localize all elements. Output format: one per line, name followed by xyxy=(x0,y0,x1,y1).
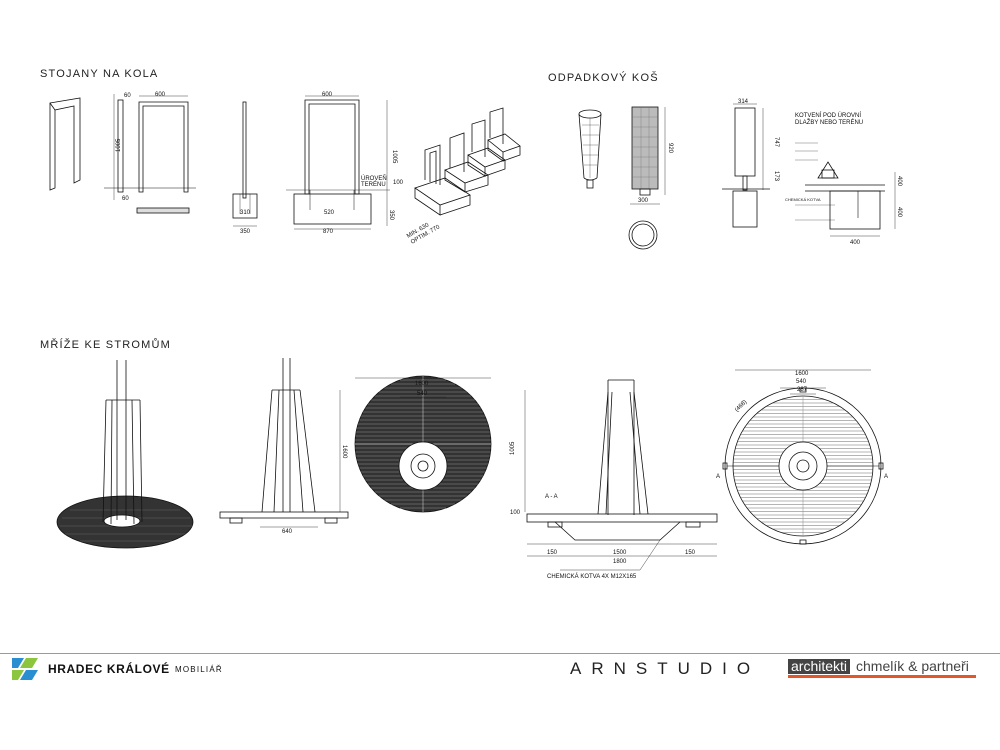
dim-540-plan: 540 xyxy=(417,391,428,397)
dim-287: 287 xyxy=(797,387,808,393)
drawing-sheet: 60 600 1005 60 600 1005 100 350 310 350 … xyxy=(49,92,902,580)
dim-350-depth: 350 xyxy=(388,210,394,221)
dim-1500: 1500 xyxy=(613,550,627,556)
dim-1600-height: 1600 xyxy=(341,445,347,459)
tree-grate-section xyxy=(524,379,718,571)
tree-grate-perspective xyxy=(56,360,194,549)
bike-rack-front-view xyxy=(132,95,196,193)
dim-150-right: 150 xyxy=(685,550,696,556)
dim-60-bottom: 60 xyxy=(122,196,129,202)
dim-100: 100 xyxy=(393,180,404,186)
dim-920: 920 xyxy=(667,143,673,154)
dim-400-lower: 400 xyxy=(896,207,902,218)
terrain-label-2: TERÉNU xyxy=(361,181,386,188)
bike-rack-foundation-side xyxy=(232,101,258,227)
section-label: A - A xyxy=(545,494,558,500)
dim-60-top: 60 xyxy=(124,93,131,99)
dim-468: (468) xyxy=(734,399,748,413)
partner-logo-name: chmelík & partneři xyxy=(856,658,969,674)
section-mark-a-left: A xyxy=(716,474,720,480)
tree-grate-elevation xyxy=(219,358,349,528)
dim-1600-plan: 1600 xyxy=(415,381,429,387)
bike-rack-row-perspective xyxy=(414,107,521,216)
dim-150-left: 150 xyxy=(547,550,558,556)
document-subtitle: MOBILIÁŘ xyxy=(175,665,223,674)
bin-elevation xyxy=(630,106,666,205)
section-title-bin: ODPADKOVÝ KOŠ xyxy=(548,72,659,84)
dim-173: 173 xyxy=(773,171,779,182)
partner-logo-underline xyxy=(788,675,976,678)
section-mark-a-right: A xyxy=(884,474,888,480)
dim-314: 314 xyxy=(738,99,749,105)
partner-logo: architekti chmelík & partneři xyxy=(788,658,976,678)
dim-600-found: 600 xyxy=(322,92,333,98)
dim-640: 640 xyxy=(282,529,293,535)
dim-520: 520 xyxy=(324,210,335,216)
dim-100-section: 100 xyxy=(510,510,521,516)
dim-1600-plan-2: 1600 xyxy=(795,371,809,377)
partner-logo-architekti: architekti xyxy=(788,659,851,674)
city-logo-icon xyxy=(12,658,40,687)
bike-rack-foundation-front xyxy=(286,95,390,230)
footer-divider xyxy=(0,653,1000,654)
dim-1005-section: 1005 xyxy=(510,441,516,455)
section-title-tree-grates: MŘÍŽE KE STROMŮM xyxy=(40,339,172,351)
dim-870: 870 xyxy=(323,229,334,235)
chem-anchor-note: CHEMICKÁ KOTVA xyxy=(785,197,821,202)
bin-foundation-section xyxy=(722,103,896,237)
section-title-bike-racks: STOJANY NA KOLA xyxy=(40,68,159,80)
dim-1005-found: 1005 xyxy=(391,150,397,164)
terrain-label: ÚROVEŇ xyxy=(361,175,387,182)
dim-300: 300 xyxy=(638,198,649,204)
studio-name: ARNSTUDIO xyxy=(570,659,761,678)
dim-400-upper: 400 xyxy=(896,176,902,187)
dim-1800: 1800 xyxy=(613,559,627,565)
tree-grate-plan-2 xyxy=(722,369,884,545)
city-name: HRADEC KRÁLOVÉ xyxy=(48,662,170,676)
dim-1005-side: 1005 xyxy=(116,138,122,152)
anchor-note-1: KOTVENÍ POD ÚROVNÍ xyxy=(795,112,861,119)
dim-540-plan-2: 540 xyxy=(796,379,807,385)
tree-grate-plan xyxy=(354,375,492,513)
bike-rack-perspective xyxy=(49,97,81,191)
anchor-label: CHEMICKÁ KOTVA 4X M12X165 xyxy=(547,573,637,580)
dim-350-width: 350 xyxy=(240,229,251,235)
bin-plan-view xyxy=(628,220,658,250)
dim-400-width: 400 xyxy=(850,240,861,246)
dim-600-front: 600 xyxy=(155,92,166,98)
anchor-note-2: DLAŽBY NEBO TERÉNU xyxy=(795,118,863,126)
dim-310: 310 xyxy=(240,210,251,216)
dim-747: 747 xyxy=(773,137,779,148)
bike-rack-side-view xyxy=(104,94,190,214)
bin-perspective xyxy=(578,109,602,189)
